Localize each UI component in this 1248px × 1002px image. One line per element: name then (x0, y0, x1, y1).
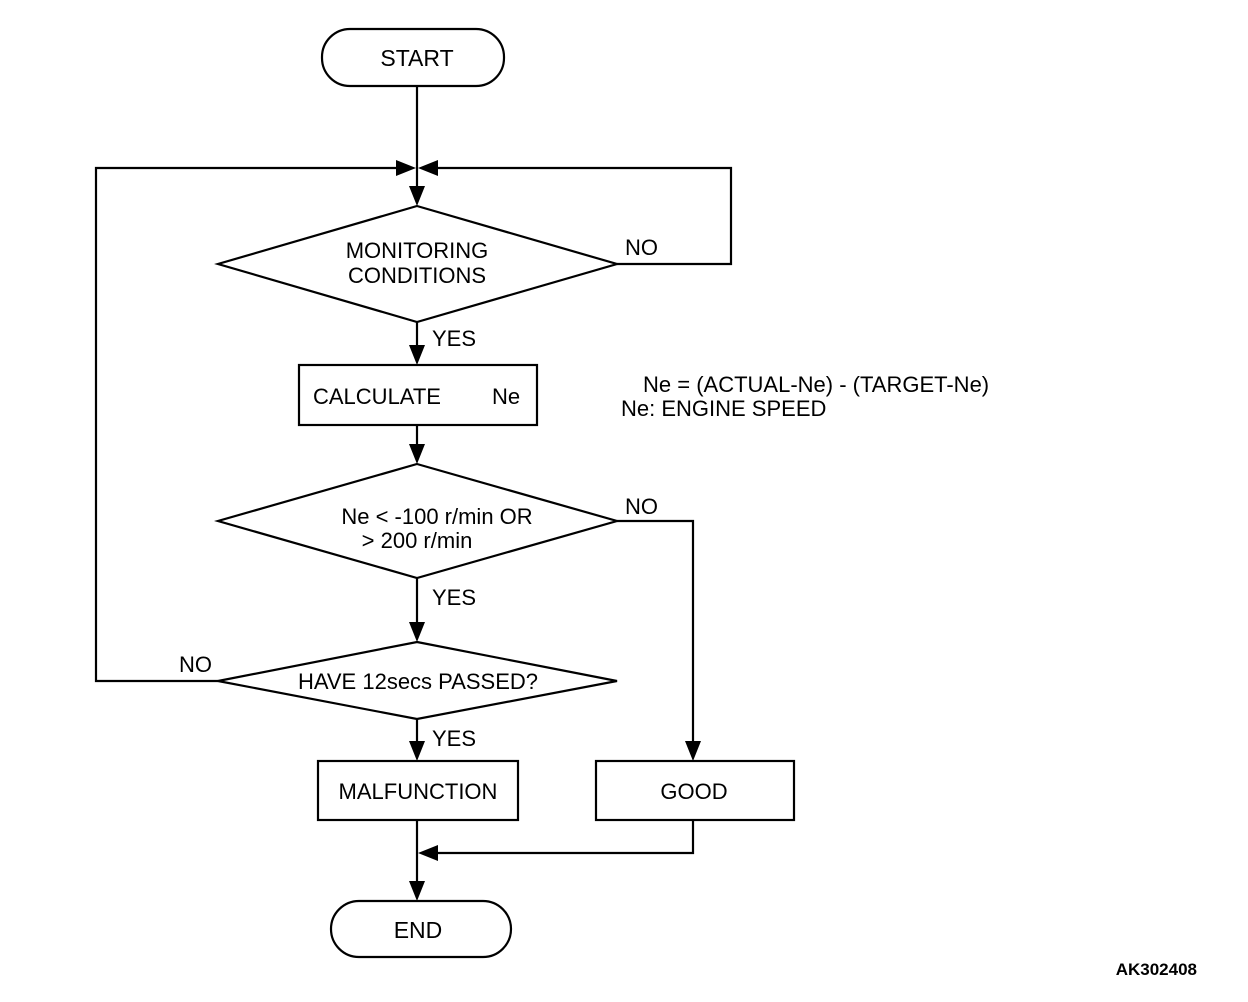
arrowhead-into-end (409, 881, 425, 901)
end-terminal (329, 899, 513, 959)
ne-no-label: NO (625, 494, 658, 519)
arrowhead-good-merge (418, 845, 438, 861)
good-label: GOOD (660, 779, 727, 804)
calculate-var-label: Ne (492, 384, 520, 409)
formula-note: Ne = (ACTUAL-Ne) - (TARGET-Ne) (643, 372, 989, 397)
monitoring-no-label: NO (625, 235, 658, 260)
start-terminal (320, 27, 506, 88)
monitoring-yes-label: YES (432, 326, 476, 351)
monitoring-decision (214, 204, 621, 324)
calculate-process (297, 363, 539, 427)
arrowhead-into-malfunction (409, 741, 425, 761)
ne-check-decision (214, 462, 622, 580)
connector-good-to-end (438, 820, 695, 855)
malfunction-label: MALFUNCTION (339, 779, 498, 804)
connector-time-no-loop (94, 166, 396, 683)
arrowhead-into-ne-check (409, 444, 425, 464)
time-no-label: NO (179, 652, 212, 677)
monitoring-label-line1: MONITORING (346, 238, 489, 263)
connector-ne-no-to-good (617, 519, 695, 741)
definition-note: Ne: ENGINE SPEED (621, 396, 826, 421)
malfunction-process (316, 759, 520, 822)
arrowhead-into-time-check (409, 622, 425, 642)
arrowhead-monitoring-no-return (418, 160, 438, 176)
arrowhead-into-good (685, 741, 701, 761)
ne-yes-label: YES (432, 585, 476, 610)
ne-check-label-line1: Ne < -100 r/min OR (341, 504, 532, 529)
ne-check-label-line2: > 200 r/min (362, 528, 473, 553)
good-process (594, 759, 796, 822)
end-label: END (394, 917, 443, 943)
monitoring-label-line2: CONDITIONS (348, 263, 486, 288)
arrowhead-time-no-return (396, 160, 416, 176)
figure-code: AK302408 (1116, 960, 1197, 979)
connector-monitoring-no-loop (438, 166, 733, 266)
start-label: START (380, 45, 453, 71)
calculate-label: CALCULATE (313, 384, 441, 409)
time-yes-label: YES (432, 726, 476, 751)
arrowhead-into-calculate (409, 345, 425, 365)
time-check-decision (217, 640, 618, 721)
time-check-label: HAVE 12secs PASSED? (298, 669, 538, 694)
arrowhead-into-monitoring (409, 186, 425, 206)
